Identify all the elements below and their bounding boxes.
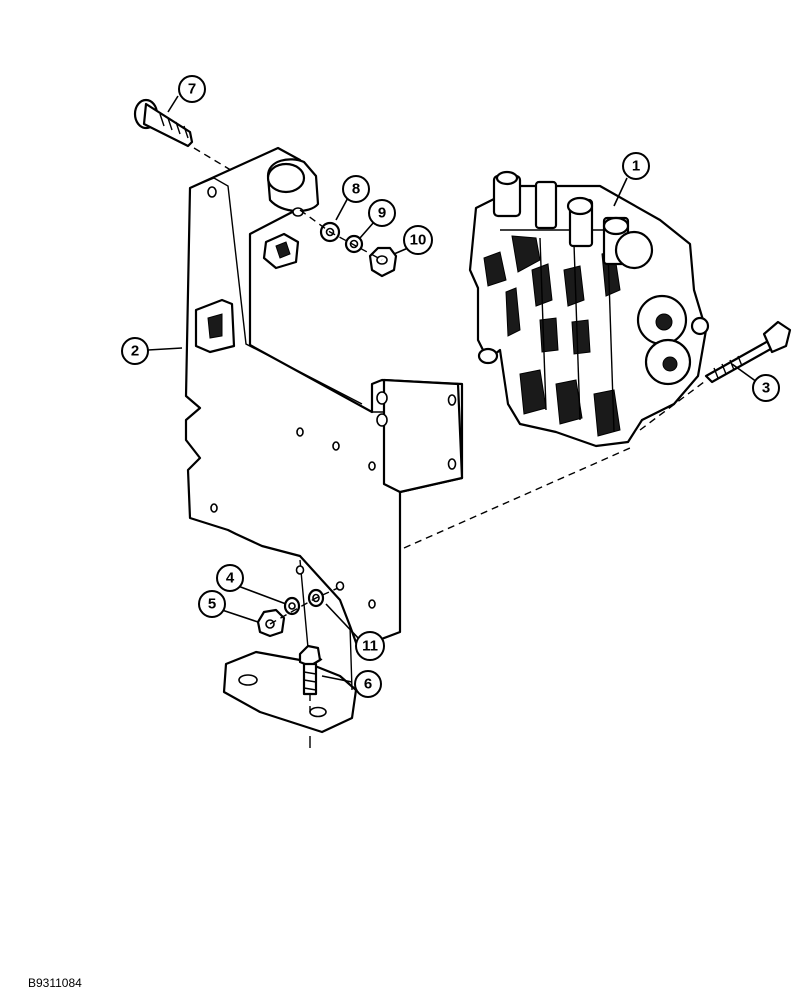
bolt-6 bbox=[298, 644, 322, 696]
figure-code: B9311084 bbox=[28, 976, 82, 990]
svg-text:6: 6 bbox=[364, 676, 372, 693]
svg-text:8: 8 bbox=[352, 181, 360, 198]
callout-3: 3 bbox=[752, 374, 780, 402]
callout-8: 8 bbox=[342, 175, 370, 203]
nut-10 bbox=[368, 246, 398, 278]
control-valve bbox=[468, 170, 710, 448]
callout-10: 10 bbox=[403, 225, 433, 255]
svg-text:2: 2 bbox=[131, 343, 139, 360]
svg-text:5: 5 bbox=[208, 596, 216, 613]
svg-text:11: 11 bbox=[362, 638, 378, 655]
svg-text:1: 1 bbox=[632, 158, 640, 175]
bolt-7 bbox=[133, 98, 194, 148]
lock-washer-9 bbox=[344, 234, 364, 254]
svg-text:10: 10 bbox=[410, 232, 427, 249]
svg-text:3: 3 bbox=[762, 380, 770, 397]
callout-4: 4 bbox=[216, 564, 244, 592]
mounting-bracket bbox=[184, 146, 464, 734]
callout-7: 7 bbox=[178, 75, 206, 103]
bolt-3 bbox=[704, 320, 792, 384]
svg-text:4: 4 bbox=[226, 570, 235, 587]
svg-text:7: 7 bbox=[188, 81, 196, 98]
callout-11: 11 bbox=[355, 631, 385, 661]
callout-1: 1 bbox=[622, 152, 650, 180]
callout-2: 2 bbox=[121, 337, 149, 365]
assembly-lines bbox=[193, 147, 705, 748]
leader-lines bbox=[147, 95, 758, 683]
callout-6: 6 bbox=[354, 670, 382, 698]
callout-5: 5 bbox=[198, 590, 226, 618]
callout-9: 9 bbox=[368, 199, 396, 227]
svg-text:9: 9 bbox=[378, 205, 386, 222]
